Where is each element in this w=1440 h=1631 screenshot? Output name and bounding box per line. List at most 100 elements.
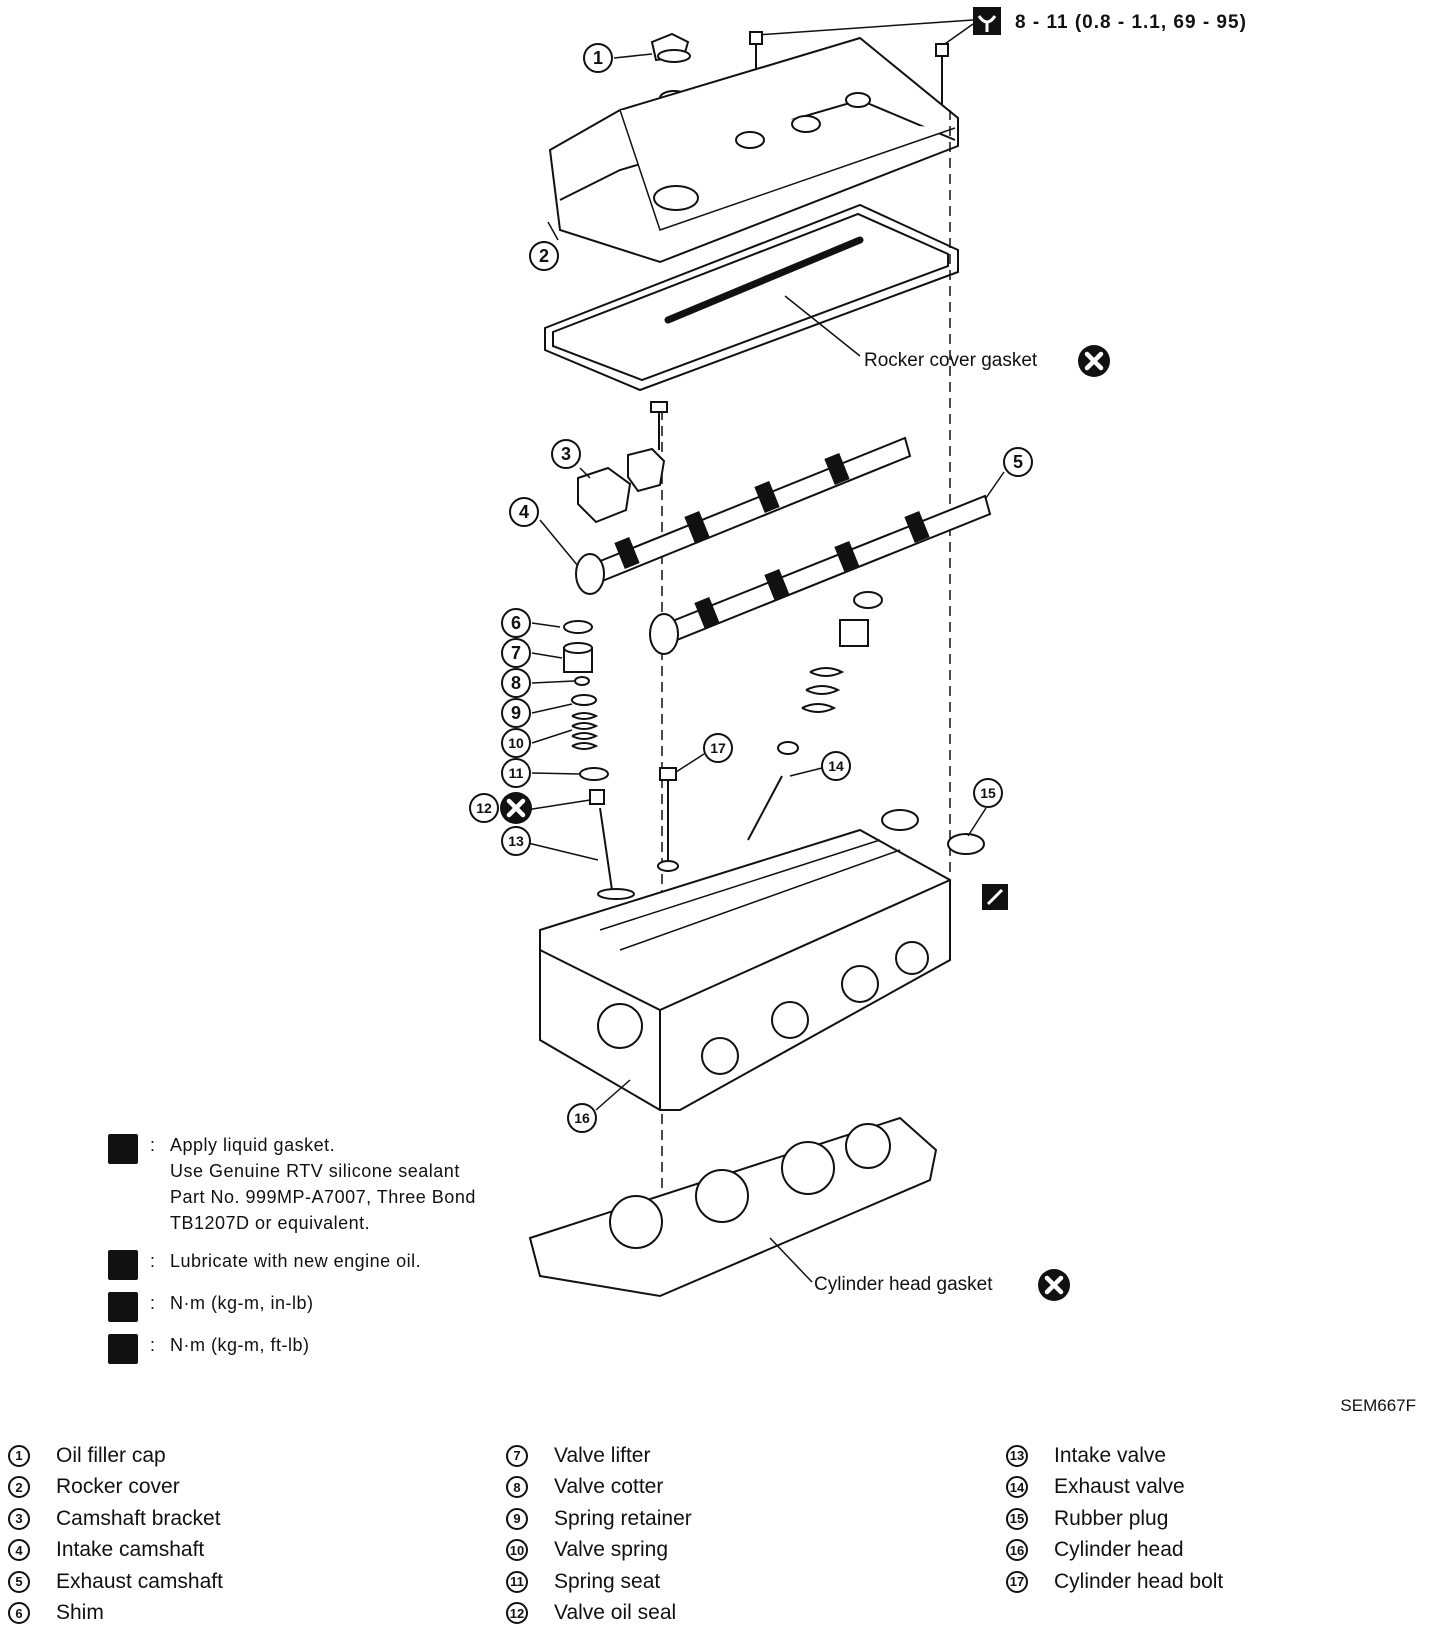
callout-4: [509, 497, 539, 527]
part-name: Valve lifter: [554, 1443, 651, 1467]
part-number-callouts: [469, 43, 1033, 1133]
callout-5: [1003, 447, 1033, 477]
part-name: Valve spring: [554, 1538, 669, 1562]
legend-torque-in-lb: : N·m (kg-m, in-lb): [108, 1290, 568, 1332]
camshaft-bracket: [577, 401, 668, 524]
callout-num-13: 13: [508, 833, 524, 849]
symbol-legend: : Apply liquid gasket. Use Genuine RTV s…: [108, 1132, 568, 1374]
part-name: Exhaust valve: [1054, 1475, 1185, 1499]
rocker-cover-gasket-label: Rocker cover gasket: [864, 350, 1038, 371]
callout-14: [821, 751, 851, 781]
cylinder-head-gasket-label: Cylinder head gasket: [814, 1274, 993, 1295]
figure-id: SEM667F: [1340, 1396, 1416, 1415]
list-item: 14 Exhaust valve: [1006, 1472, 1223, 1504]
callout-8: [501, 668, 531, 698]
callout-num-1: 1: [593, 48, 603, 68]
part-name: Intake camshaft: [56, 1538, 205, 1562]
list-item: 15 Rubber plug: [1006, 1503, 1223, 1535]
callout-leaders: [525, 53, 1005, 1111]
part-name: Spring retainer: [554, 1506, 692, 1530]
part-number: 13: [1006, 1444, 1028, 1467]
part-number: 17: [1006, 1570, 1028, 1593]
callout-2: [529, 241, 559, 271]
list-item: 5 Exhaust camshaft: [8, 1566, 223, 1598]
callout-10: [501, 728, 531, 758]
callout-num-7: 7: [511, 643, 521, 663]
part-number: 1: [8, 1444, 30, 1467]
callout-numbers: 1 2 3 4 5 6 7 8 9 10 11 12 13 14 15 16 1…: [476, 48, 1023, 1126]
part-number: 11: [506, 1570, 528, 1593]
torque-wrench-icon: [108, 1334, 138, 1364]
replace-x-icon: [1038, 1269, 1070, 1301]
part-name: Rubber plug: [1054, 1506, 1169, 1530]
part-number: 15: [1006, 1507, 1028, 1530]
legend-torque-ft-lb-text: N·m (kg-m, ft-lb): [170, 1335, 310, 1355]
callout-num-4: 4: [519, 502, 529, 522]
list-item: 8 Valve cotter: [506, 1472, 692, 1504]
callout-num-11: 11: [509, 765, 524, 781]
part-name: Valve oil seal: [554, 1601, 677, 1625]
part-name: Exhaust camshaft: [56, 1569, 223, 1593]
callout-num-9: 9: [511, 703, 521, 723]
part-name: Rocker cover: [56, 1475, 180, 1499]
part-number: 3: [8, 1507, 30, 1530]
part-number: 10: [506, 1539, 528, 1562]
callout-7: [501, 638, 531, 668]
legend-liquid-gasket-line-1: Apply liquid gasket.: [170, 1135, 336, 1155]
callout-11: [501, 758, 531, 788]
callout-num-8: 8: [511, 673, 521, 693]
exhaust-valve-train-parts: [747, 591, 985, 855]
list-item: 10 Valve spring: [506, 1535, 692, 1567]
callout-num-5: 5: [1013, 452, 1023, 472]
legend-colon: :: [150, 1293, 156, 1313]
legend-lubricate: : Lubricate with new engine oil.: [108, 1248, 568, 1290]
part-number: 5: [8, 1570, 30, 1593]
torque-leader-lines: [755, 19, 974, 47]
part-number: 7: [506, 1444, 528, 1467]
part-name: Valve cotter: [554, 1475, 664, 1499]
legend-torque-ft-lb: : N·m (kg-m, ft-lb): [108, 1332, 568, 1374]
cylinder-head-bolt: [657, 767, 679, 872]
callout-num-6: 6: [511, 613, 521, 633]
callout-num-16: 16: [574, 1110, 590, 1126]
gasket-leader: [784, 295, 861, 357]
legend-liquid-gasket-line-4: TB1207D or equivalent.: [170, 1213, 371, 1233]
valve-train-parts: [563, 620, 635, 900]
part-name: Cylinder head: [1054, 1538, 1184, 1562]
callout-num-15: 15: [980, 785, 996, 801]
part-name: Camshaft bracket: [56, 1506, 221, 1530]
part-name: Cylinder head bolt: [1054, 1569, 1224, 1593]
legend-torque-in-lb-text: N·m (kg-m, in-lb): [170, 1293, 314, 1313]
replace-x-icon: [500, 792, 532, 824]
part-name: Shim: [56, 1601, 104, 1625]
callout-16: [567, 1103, 597, 1133]
part-number: 8: [506, 1476, 528, 1499]
legend-colon: :: [150, 1335, 156, 1355]
legend-lubricate-text: Lubricate with new engine oil.: [170, 1251, 422, 1271]
part-number: 9: [506, 1507, 528, 1530]
callout-num-12: 12: [476, 800, 492, 816]
part-number: 16: [1006, 1539, 1028, 1562]
rocker-cover: [548, 36, 959, 264]
list-item: 16 Cylinder head: [1006, 1535, 1223, 1567]
liquid-gasket-icon: [982, 884, 1008, 910]
callout-12: [469, 793, 499, 823]
rocker-cover-gasket: [544, 203, 959, 392]
torque-wrench-icon: [973, 7, 1001, 35]
callout-num-10: 10: [508, 735, 524, 751]
list-item: 3 Camshaft bracket: [8, 1503, 223, 1535]
part-number: 14: [1006, 1476, 1028, 1499]
callout-15: [973, 778, 1003, 808]
torque-spec-text: 8 - 11 (0.8 - 1.1, 69 - 95): [1015, 12, 1247, 33]
legend-liquid-gasket-line-2: Use Genuine RTV silicone sealant: [170, 1161, 460, 1181]
list-item: 7 Valve lifter: [506, 1440, 692, 1472]
callout-num-14: 14: [828, 758, 844, 774]
legend-colon: :: [150, 1135, 156, 1155]
